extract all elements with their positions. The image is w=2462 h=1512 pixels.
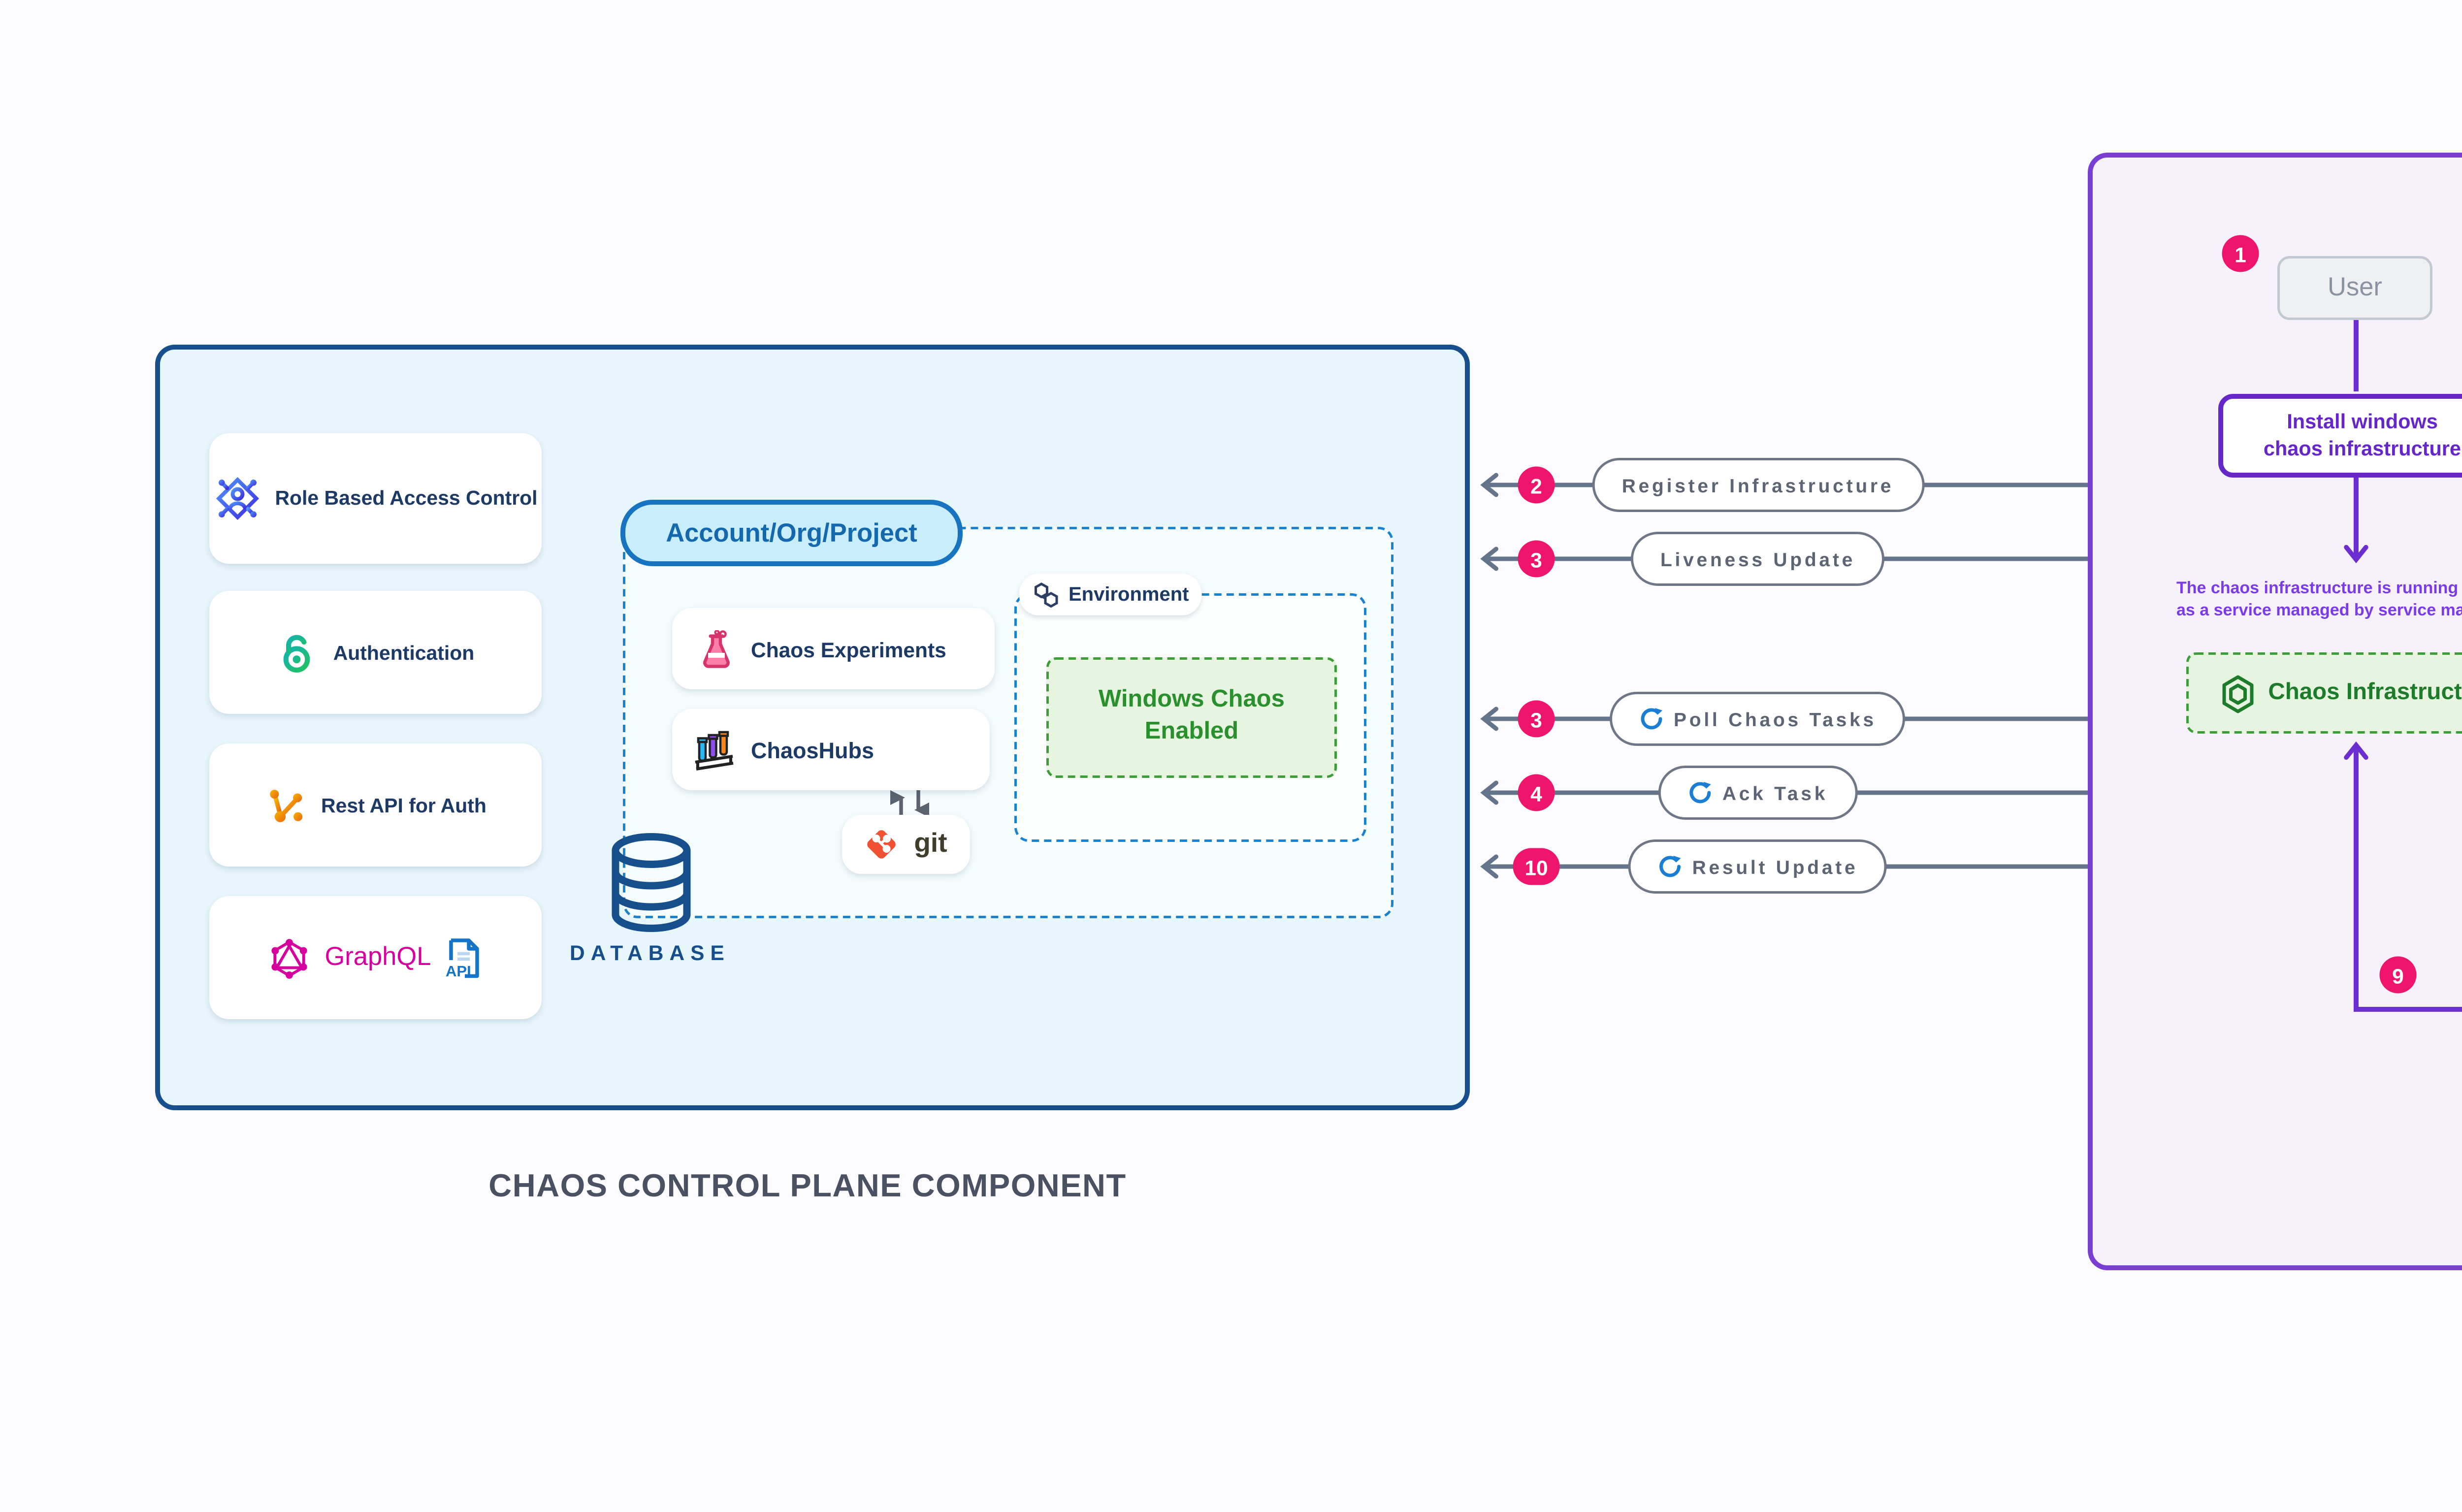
install-line2: chaos infrastructure xyxy=(2263,436,2462,460)
card-chaos-experiments: Chaos Experiments xyxy=(672,608,995,689)
graphql-icon xyxy=(271,937,307,978)
step-badge-4: 4 xyxy=(1518,774,1555,811)
api-doc-text: API xyxy=(446,962,471,979)
windows-chaos-enabled-line2: Enabled xyxy=(1144,717,1239,745)
connector-pill-ack-task: Ack Task xyxy=(1658,766,1858,820)
refresh-icon xyxy=(1689,782,1711,804)
service-note-line2: as a service managed by service manager xyxy=(2176,602,2462,620)
chaos-experiments-label: Chaos Experiments xyxy=(751,636,946,661)
database-label: DATABASE xyxy=(570,940,730,965)
chaoshubs-icon xyxy=(695,730,734,770)
card-chaoshubs: ChaosHubs xyxy=(672,709,990,790)
connector-pill-liveness-update: Liveness Update xyxy=(1630,532,1885,586)
install-line1: Install windows xyxy=(2287,409,2438,434)
chaos-infrastructure-icon xyxy=(2223,674,2254,712)
step-badge-9: 9 xyxy=(2379,956,2417,994)
connector-label: Result Update xyxy=(1692,855,1858,878)
authentication-label: Authentication xyxy=(333,641,475,664)
api-doc-icon: API xyxy=(446,937,480,979)
refresh-icon xyxy=(1659,856,1681,877)
rest-api-label: Rest API for Auth xyxy=(321,794,486,816)
database-icon xyxy=(612,833,691,932)
chaos-infrastructure-box: Chaos Infrastructure xyxy=(2186,652,2462,734)
connector-pill-result-update: Result Update xyxy=(1628,839,1888,894)
environment-label: Environment xyxy=(1069,583,1189,606)
environment-label-pill: Environment xyxy=(1019,574,1201,615)
service-note: The chaos infrastructure is running and … xyxy=(2176,581,2462,624)
connector-pill-register-infrastructure: Register Infrastructure xyxy=(1592,458,1924,512)
connector-pill-poll-chaos-tasks: Poll Chaos Tasks xyxy=(1610,692,1906,746)
control-plane-title: CHAOS CONTROL PLANE COMPONENT xyxy=(488,1167,1127,1204)
card-graphql: GraphQL API xyxy=(209,896,542,1019)
git-label: git xyxy=(914,830,947,859)
connector-label: Poll Chaos Tasks xyxy=(1674,708,1877,730)
environment-hexagons-icon xyxy=(1035,581,1058,607)
card-rest-api: Rest API for Auth xyxy=(209,743,542,867)
connector-label: Liveness Update xyxy=(1660,547,1856,570)
step-badge-10: 10 xyxy=(1513,848,1560,885)
chaoshubs-label: ChaosHubs xyxy=(751,737,875,762)
user-box: User xyxy=(2277,256,2432,320)
refresh-icon xyxy=(1641,708,1663,730)
card-rbac: Role Based Access Control xyxy=(209,433,542,564)
install-infrastructure-box: Install windows chaos infrastructure xyxy=(2218,394,2462,478)
step-badge-3: 3 xyxy=(1518,540,1555,578)
windows-chaos-enabled-box: Windows Chaos Enabled xyxy=(1046,657,1337,778)
card-authentication: Authentication xyxy=(209,591,542,714)
graphql-label: GraphQL xyxy=(324,943,431,972)
account-scope-pill: Account/Org/Project xyxy=(620,500,963,566)
auth-lock-icon xyxy=(284,634,311,672)
step-badge-3b: 3 xyxy=(1518,700,1555,738)
connector-label: Ack Task xyxy=(1722,781,1828,804)
rbac-label: Role Based Access Control xyxy=(275,487,538,510)
service-note-line1: The chaos infrastructure is running and … xyxy=(2176,581,2462,598)
windows-chaos-enabled-line1: Windows Chaos xyxy=(1099,687,1285,715)
step-badge-1: 1 xyxy=(2222,235,2259,272)
rest-api-icon xyxy=(271,788,304,821)
chaos-infrastructure-label: Chaos Infrastructure xyxy=(2268,679,2462,707)
card-git: git xyxy=(842,815,970,874)
account-scope-label: Account/Org/Project xyxy=(666,518,917,548)
connector-label: Register Infrastructure xyxy=(1621,474,1894,496)
flask-icon xyxy=(703,629,730,667)
step-badge-2: 2 xyxy=(1518,466,1555,504)
git-icon xyxy=(868,830,897,859)
rbac-icon xyxy=(215,477,259,520)
